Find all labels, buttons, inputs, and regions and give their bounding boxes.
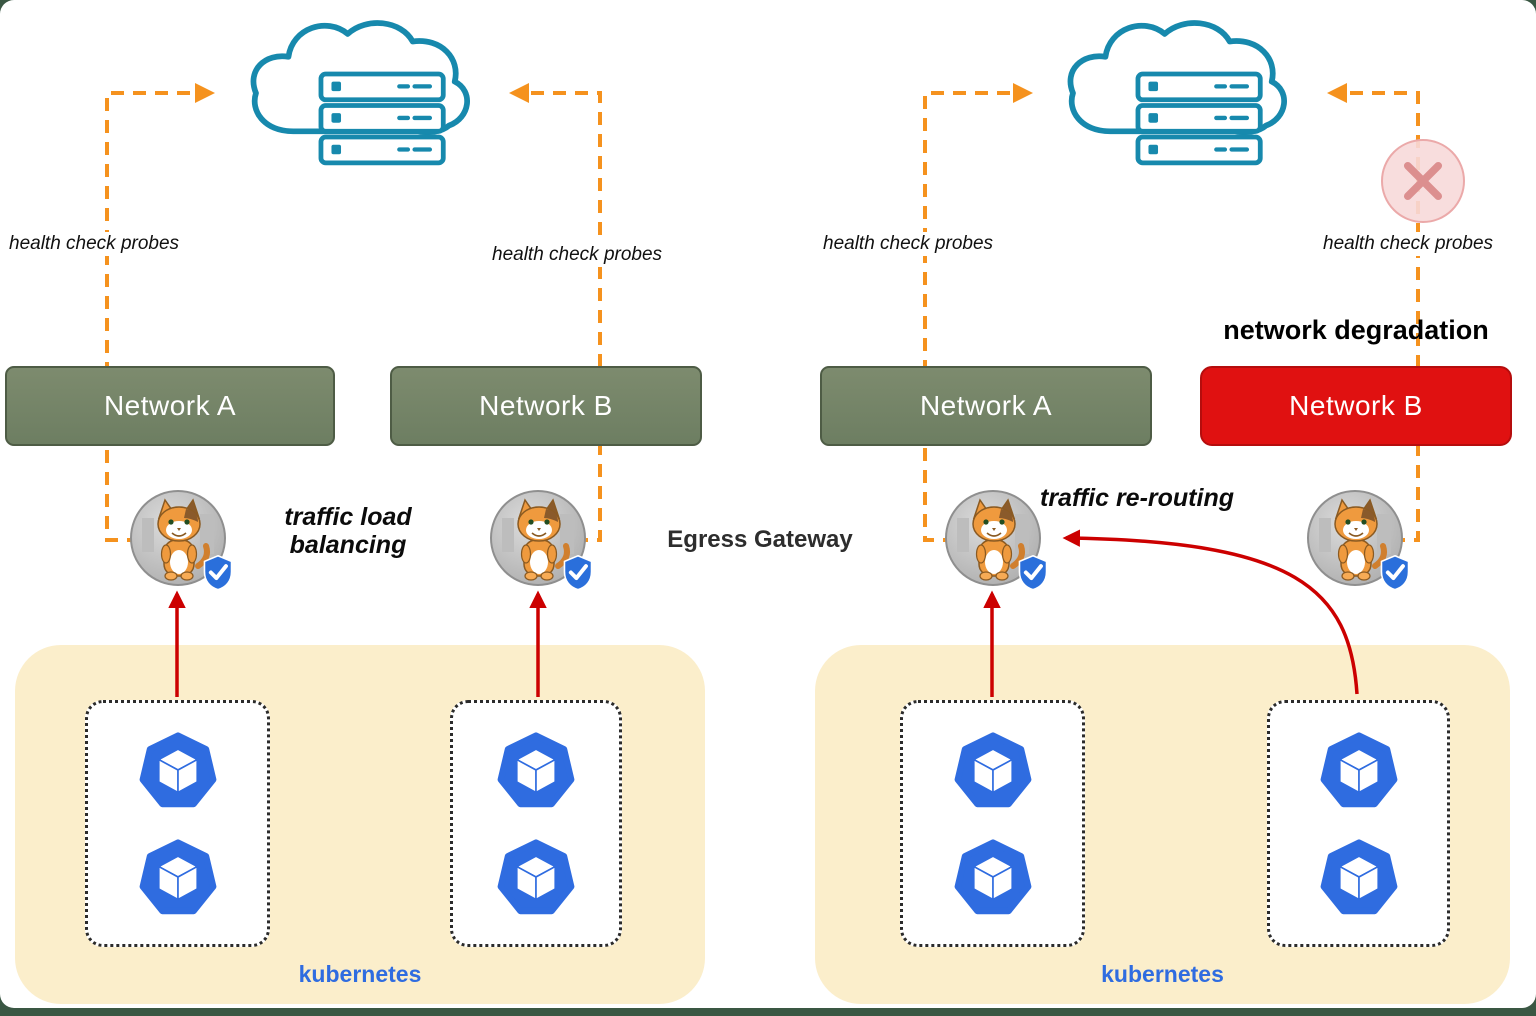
probe-label-right-b: health check probes xyxy=(1318,232,1499,256)
cloud-servers-icon xyxy=(238,9,488,181)
pod-group xyxy=(1267,700,1450,947)
network-degradation-label: network degradation xyxy=(1223,315,1489,345)
external-service-left xyxy=(225,0,500,190)
pod-icon xyxy=(1319,837,1399,917)
network-a-box-right: Network A xyxy=(820,366,1152,446)
egress-gateway-label: Egress Gateway xyxy=(667,526,853,553)
pod-icon xyxy=(496,730,576,810)
pod-icon xyxy=(1319,730,1399,810)
egress-gateway-left-b xyxy=(488,488,588,588)
external-service-right xyxy=(1045,0,1315,190)
pod-group xyxy=(900,700,1085,947)
probe-line-right-a xyxy=(923,83,1033,542)
traffic-load-balancing-label: traffic load balancing xyxy=(284,503,412,559)
pod-icon xyxy=(138,837,218,917)
egress-gateway-right-a xyxy=(943,488,1043,588)
kubernetes-cluster-right: kubernetes xyxy=(815,645,1510,1004)
shield-check-icon xyxy=(1379,555,1411,590)
network-failure-marker xyxy=(1381,139,1465,223)
pod-icon xyxy=(953,837,1033,917)
network-b-box-right-failed: Network B xyxy=(1200,366,1512,446)
pod-icon xyxy=(953,730,1033,810)
probe-label-left-a: health check probes xyxy=(4,232,185,256)
x-icon xyxy=(1403,161,1443,201)
traffic-rerouting-label: traffic re-routing xyxy=(1040,484,1234,512)
network-a-box-left: Network A xyxy=(5,366,335,446)
shield-check-icon xyxy=(202,555,234,590)
probe-label-right-a: health check probes xyxy=(818,232,999,256)
cloud-servers-icon xyxy=(1055,9,1305,181)
probe-line-right-b xyxy=(1327,83,1420,542)
kubernetes-label: kubernetes xyxy=(298,961,422,987)
network-b-box-left: Network B xyxy=(390,366,702,446)
pod-icon xyxy=(496,837,576,917)
shield-check-icon xyxy=(1017,555,1049,590)
pod-group xyxy=(85,700,270,947)
pod-icon xyxy=(138,730,218,810)
probe-line-left-b xyxy=(509,83,602,542)
pod-group xyxy=(450,700,622,947)
shield-check-icon xyxy=(562,555,594,590)
probe-line-left-a xyxy=(105,83,215,542)
probe-label-left-b: health check probes xyxy=(487,243,668,267)
kubernetes-cluster-left: kubernetes xyxy=(15,645,705,1004)
kubernetes-label: kubernetes xyxy=(1101,961,1224,987)
egress-gateway-right-b xyxy=(1305,488,1405,588)
egress-gateway-left-a xyxy=(128,488,228,588)
